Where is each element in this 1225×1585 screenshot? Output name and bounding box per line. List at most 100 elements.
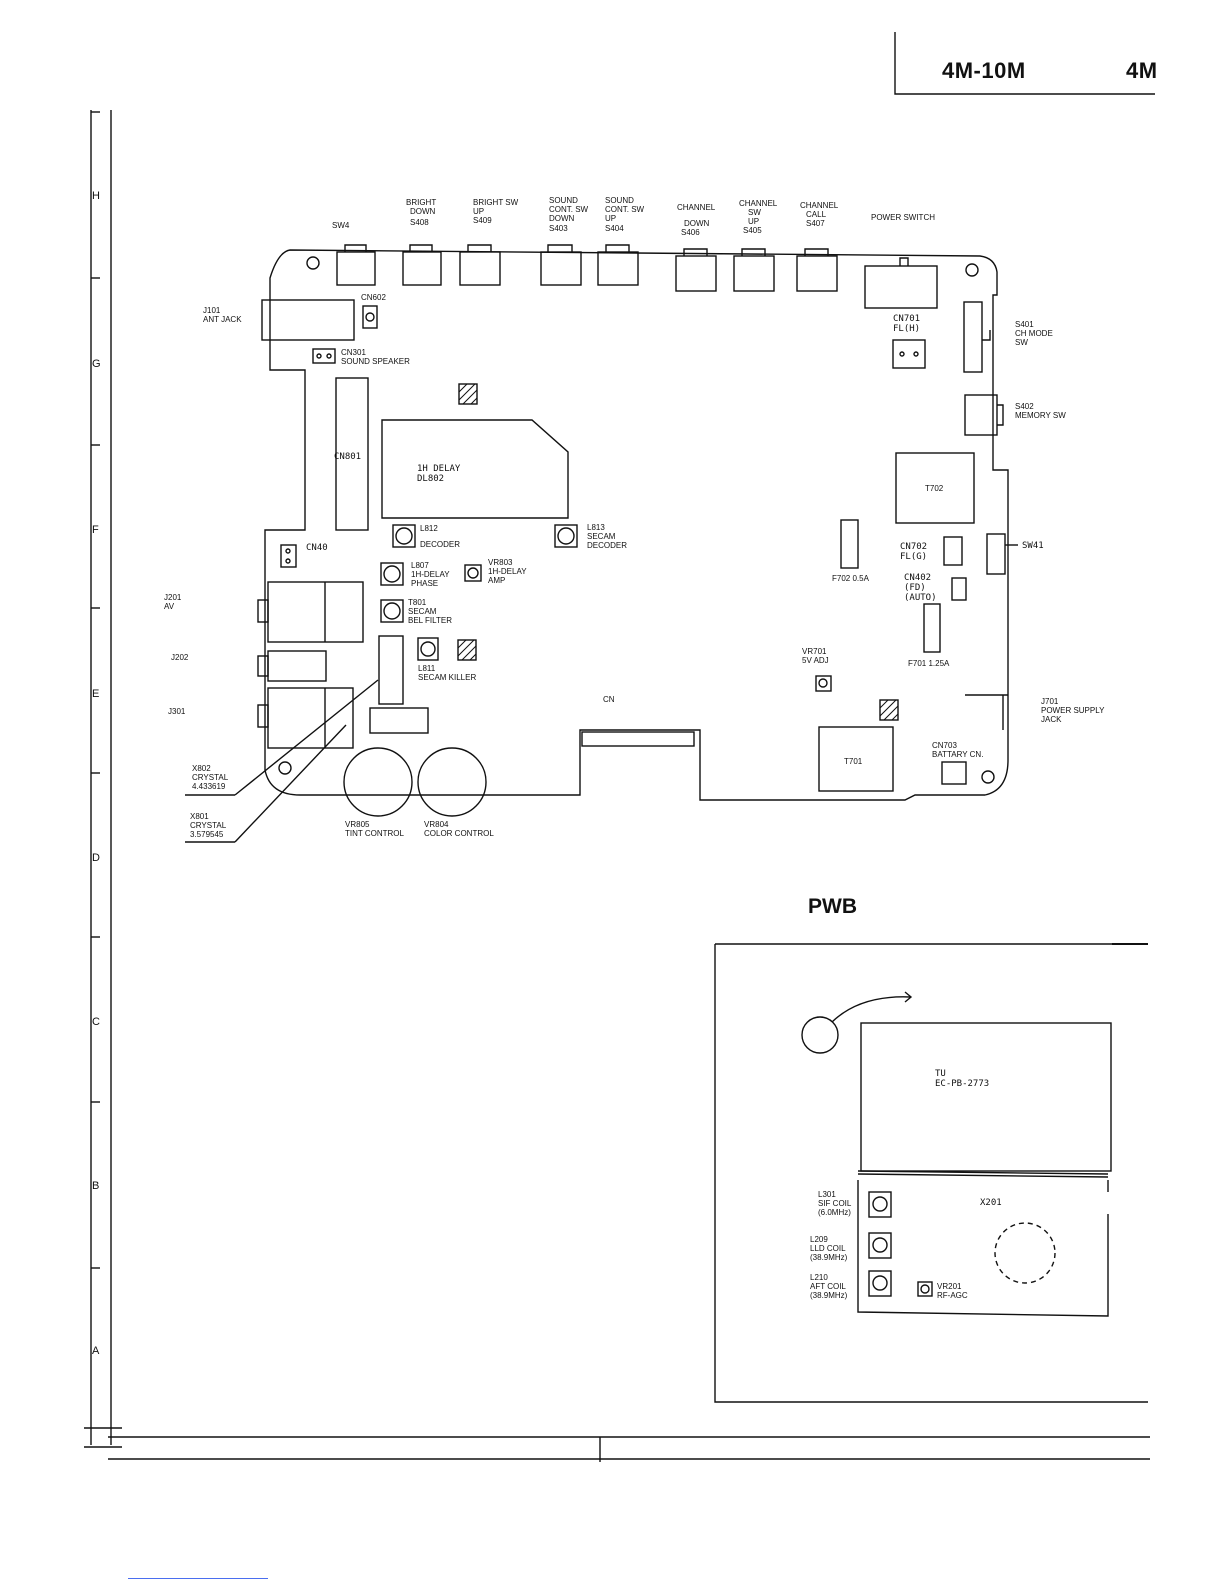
s401-switch bbox=[963, 301, 983, 373]
t701-transformer bbox=[818, 726, 894, 792]
cn703-label: CN703 BATTARY CN. bbox=[932, 741, 984, 759]
hatched-pad-3 bbox=[879, 699, 899, 721]
cn301-label: CN301 SOUND SPEAKER bbox=[341, 348, 410, 366]
hatched-pad-2 bbox=[457, 639, 477, 661]
s407-name: CHANNEL bbox=[800, 201, 839, 210]
t801-label: T801 SECAM BEL FILTER bbox=[408, 598, 453, 625]
cn40-label: CN40 bbox=[306, 543, 328, 553]
s406-ref: S406 bbox=[681, 228, 700, 237]
sw4-label: SW4 bbox=[332, 221, 350, 230]
pwb-title: PWB bbox=[808, 895, 857, 918]
cn702-connector bbox=[943, 536, 963, 566]
t701-label: T701 bbox=[844, 757, 863, 766]
x802-leader bbox=[234, 679, 379, 796]
antenna-wire bbox=[831, 996, 911, 1023]
delay-line-label: 1H DELAY DL802 bbox=[417, 464, 461, 484]
l812-coil bbox=[392, 524, 416, 548]
grid-letter-b: B bbox=[92, 1180, 100, 1192]
x201-label: X201 bbox=[980, 1198, 1002, 1208]
l301-coil bbox=[868, 1191, 892, 1218]
sw41-switch bbox=[986, 533, 1006, 575]
grid-letter-h: H bbox=[92, 190, 100, 202]
s405-sub: SW UP bbox=[748, 208, 761, 226]
vr805-label: VR805 TINT CONTROL bbox=[345, 820, 404, 838]
cn602-connector bbox=[362, 305, 378, 329]
mount-hole-tl bbox=[306, 256, 320, 270]
s406-sub: DOWN bbox=[684, 219, 710, 228]
delay-line-dl802 bbox=[381, 419, 569, 519]
s405-name: CHANNEL bbox=[739, 199, 778, 208]
l812-sub-label: DECODER bbox=[420, 540, 461, 549]
s403-ref: S403 bbox=[549, 224, 568, 233]
f701-label: F701 1.25A bbox=[908, 659, 950, 668]
s408-ref: S408 bbox=[410, 218, 429, 227]
bottom-link-underline bbox=[128, 1578, 268, 1579]
model-number-primary: 4M-10M bbox=[942, 58, 1026, 83]
tuner-shield-edge bbox=[857, 1170, 1109, 1178]
j301-label: J301 bbox=[168, 707, 186, 716]
j101-jack bbox=[261, 299, 355, 341]
x801-leader bbox=[234, 724, 347, 843]
vr201-label: VR201 RF-AGC bbox=[937, 1282, 968, 1300]
cn301-connector bbox=[312, 348, 336, 364]
cn40-connector bbox=[280, 544, 297, 568]
mount-hole-br bbox=[981, 770, 995, 784]
vr701-label: VR701 5V ADJ bbox=[802, 647, 829, 665]
s407-sub: CALL bbox=[806, 210, 827, 219]
l811-coil bbox=[417, 637, 439, 661]
s409-ref: S409 bbox=[473, 216, 492, 225]
cn602-label: CN602 bbox=[361, 293, 386, 302]
tuner-lower-board bbox=[857, 1180, 1109, 1317]
top-switch-row bbox=[336, 244, 938, 309]
s408-name: BRIGHT bbox=[406, 198, 437, 207]
vr201-pot bbox=[917, 1281, 933, 1297]
vr803-label: VR803 1H-DELAY AMP bbox=[488, 558, 527, 585]
cn801-label: CN801 bbox=[334, 452, 362, 462]
s404-sub: CONT. SW UP bbox=[605, 205, 645, 223]
x801-label: X801 CRYSTAL 3.579545 bbox=[190, 812, 227, 839]
vr803-pot bbox=[464, 564, 482, 582]
s404-ref: S404 bbox=[605, 224, 624, 233]
vr804-knob bbox=[417, 747, 487, 817]
s402-label: S402 MEMORY SW bbox=[1015, 402, 1066, 420]
grid-ticks bbox=[91, 111, 100, 1269]
grid-letter-f: F bbox=[92, 524, 99, 536]
s408-sub: DOWN bbox=[410, 207, 436, 216]
s407-ref: S407 bbox=[806, 219, 825, 228]
t702-transformer bbox=[895, 452, 975, 524]
cn801-connector bbox=[335, 377, 369, 531]
grid-letter-g: G bbox=[92, 358, 101, 370]
j301-jack bbox=[267, 687, 354, 749]
s403-name: SOUND bbox=[549, 196, 578, 205]
power-switch-label: POWER SWITCH bbox=[871, 213, 935, 222]
s401-label: S401 CH MODE SW bbox=[1015, 320, 1053, 347]
l209-label: L209 LLD COIL (38.9MHz) bbox=[810, 1235, 848, 1262]
cn702-label: CN702 FL(G) bbox=[900, 542, 928, 562]
tuner-label: TU EC-PB-2773 bbox=[935, 1069, 990, 1089]
j701-label: J701 POWER SUPPLY JACK bbox=[1041, 697, 1105, 724]
s402-switch bbox=[964, 394, 998, 436]
cn-mid-label: CN bbox=[603, 695, 615, 704]
grid-letter-c: C bbox=[92, 1016, 100, 1028]
cn-bottom-connector bbox=[581, 731, 695, 747]
pwb-frame bbox=[714, 943, 1148, 1403]
j201-label: J201 AV bbox=[164, 593, 182, 611]
mount-hole-tr bbox=[965, 263, 979, 277]
cn701-connector bbox=[892, 339, 926, 369]
l210-label: L210 AFT COIL (38.9MHz) bbox=[810, 1273, 848, 1300]
l807-label: L807 1H-DELAY PHASE bbox=[411, 561, 450, 588]
cn402-label: CN402 (FD) (AUTO) bbox=[904, 573, 937, 603]
cn701-label: CN701 FL(H) bbox=[893, 314, 921, 334]
vr804-label: VR804 COLOR CONTROL bbox=[424, 820, 494, 838]
s404-name: SOUND bbox=[605, 196, 634, 205]
l813-coil bbox=[554, 524, 578, 548]
main-board-outline bbox=[264, 249, 1009, 801]
mount-hole-bl bbox=[278, 761, 292, 775]
cn703-connector bbox=[941, 761, 967, 785]
f702-label: F702 0.5A bbox=[832, 574, 869, 583]
header-frame bbox=[894, 32, 1155, 95]
tuner-can bbox=[860, 1022, 1112, 1172]
model-number-secondary: 4M bbox=[1126, 58, 1158, 83]
j201-av-jack bbox=[267, 581, 364, 643]
